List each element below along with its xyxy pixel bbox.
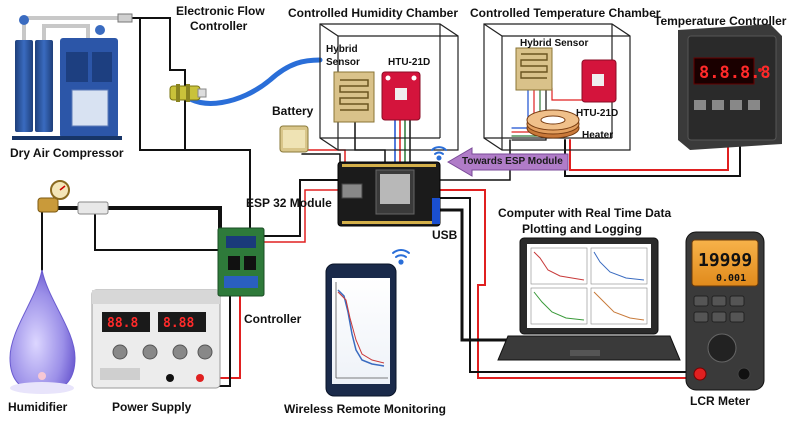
wire-esp-lcr-black (439, 197, 691, 373)
lcr-meter: 19999 0.001 (685, 231, 765, 391)
label-hybrid-sensor-humidity-2: Sensor (326, 57, 360, 68)
label-temperature-controller: Temperature Controller (654, 14, 787, 28)
label-lcr-meter: LCR Meter (690, 394, 751, 408)
wire-controller-esp-red (261, 189, 339, 243)
power-supply-amps: 8.88 (163, 316, 194, 331)
wire-gauge-up (94, 207, 231, 251)
label-htu21d-humidity: HTU-21D (388, 57, 431, 68)
air-line-black (53, 206, 222, 230)
pressure-gauge (37, 180, 109, 215)
label-electronic-flow-controller-1: Electronic Flow (176, 4, 265, 18)
wire-controller-esp (261, 179, 339, 237)
label-htu21d-temperature: HTU-21D (576, 108, 619, 119)
towards-esp-arrow (447, 147, 569, 177)
heater-coil (526, 109, 580, 139)
wire-temp-sensor-4 (511, 87, 547, 141)
hybrid-sensor-temperature (515, 47, 553, 91)
label-battery: Battery (272, 104, 314, 118)
label-hybrid-sensor-humidity-1: Hybrid (326, 44, 358, 55)
controller-board (217, 227, 265, 297)
htu21d-humidity-board (381, 71, 421, 121)
wire-heater-esp (439, 139, 511, 181)
wire-hum-hybrid (354, 119, 386, 163)
label-electronic-flow-controller-2: Controller (190, 19, 248, 33)
label-esp32-module: ESP 32 Module (246, 196, 332, 210)
wire-temp-sensor-1 (511, 87, 529, 129)
temperature-controller: 8.8.8.8 (678, 24, 782, 150)
wire-usb-laptop (436, 208, 522, 342)
label-dry-air-compressor: Dry Air Compressor (10, 146, 124, 160)
battery (279, 125, 309, 153)
hybrid-sensor-humidity (333, 71, 375, 123)
lcr-meter-secondary-display: 0.001 (716, 273, 746, 284)
wire-battery-esp-2 (301, 153, 341, 163)
wire-tc-heater-red (569, 139, 729, 171)
power-supply: 88.8 8.88 (91, 289, 221, 389)
wire-battery-esp (301, 149, 346, 163)
label-power-supply: Power Supply (112, 400, 192, 414)
power-supply-volts: 88.8 (107, 316, 138, 331)
laptop (497, 237, 681, 361)
esp32-module (337, 161, 441, 227)
label-heater: Heater (582, 130, 614, 141)
label-controller: Controller (244, 312, 302, 326)
label-humidifier: Humidifier (8, 400, 68, 414)
label-computer-1: Computer with Real Time Data (498, 206, 672, 220)
label-hybrid-sensor-temperature: Hybrid Sensor (520, 38, 589, 49)
blue-air-tube (182, 57, 323, 106)
wire-compressor-flow (119, 17, 251, 229)
label-controlled-humidity-chamber: Controlled Humidity Chamber (288, 6, 459, 20)
wifi-icon-esp (431, 146, 447, 161)
dry-air-compressor (12, 13, 133, 140)
flow-controller-fitting (169, 84, 207, 102)
label-computer-2: Plotting and Logging (522, 222, 642, 236)
temperature-controller-display: 8.8.8.8 (699, 63, 771, 83)
humidifier (9, 269, 76, 394)
label-controlled-temperature-chamber: Controlled Temperature Chamber (470, 6, 661, 20)
label-usb: USB (432, 228, 458, 242)
label-wireless-remote-monitoring: Wireless Remote Monitoring (284, 402, 446, 416)
wifi-icon-phone (392, 249, 410, 265)
label-towards-esp-module: Towards ESP Module (462, 156, 563, 167)
lcr-meter-main-display: 19999 (698, 250, 752, 271)
smartphone (325, 263, 397, 397)
htu21d-temperature-board (581, 59, 617, 103)
